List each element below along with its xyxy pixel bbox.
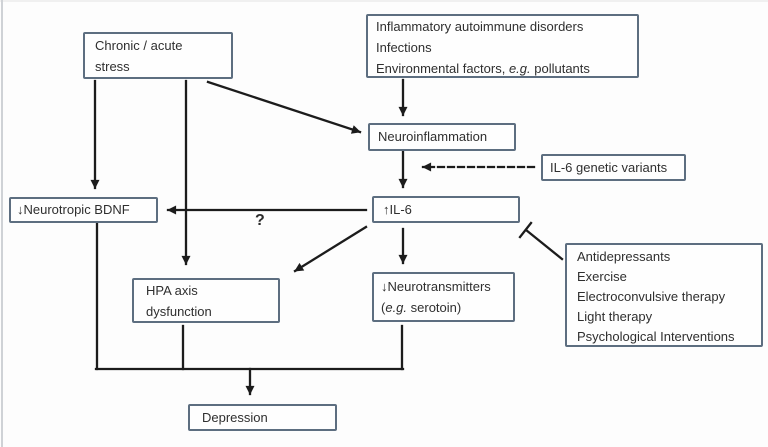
treatment-item: Antidepressants bbox=[577, 249, 671, 264]
down-arrow-glyph: ↓ bbox=[381, 279, 388, 294]
frame-top-edge bbox=[0, 0, 768, 2]
arrow-il6-to-hpa bbox=[293, 225, 368, 273]
stress-line1: Chronic / acute bbox=[95, 38, 183, 53]
inhibition-line-treatments-to-il6 bbox=[524, 228, 564, 261]
node-risk-factors: Inflammatory autoimmune disorders Infect… bbox=[366, 14, 639, 78]
treatment-item: Electroconvulsive therapy bbox=[577, 289, 726, 304]
factors-line1: Inflammatory autoimmune disorders bbox=[376, 19, 584, 34]
inhibition-tbar-cap bbox=[518, 221, 533, 239]
hpa-line1: HPA axis bbox=[146, 283, 198, 298]
node-depression: Depression bbox=[188, 404, 337, 431]
il6-variants-label: IL-6 genetic variants bbox=[550, 160, 668, 175]
node-neuroinflammation: Neuroinflammation bbox=[368, 123, 516, 151]
node-treatments: Antidepressants Exercise Electroconvulsi… bbox=[565, 243, 763, 347]
node-il6: ↑IL-6 bbox=[372, 196, 520, 223]
depression-label: Depression bbox=[202, 410, 268, 425]
arrow-stress-to-neuroinflammation bbox=[206, 80, 362, 134]
question-mark-annotation: ? bbox=[255, 212, 265, 229]
node-il6-genetic-variants: IL-6 genetic variants bbox=[541, 154, 686, 181]
node-hpa-axis-dysfunction: HPA axis dysfunction bbox=[132, 278, 280, 323]
hpa-line2: dysfunction bbox=[146, 304, 212, 319]
neurotransmitters-eg-italic: e.g. bbox=[385, 300, 408, 315]
factors-line3: Environmental factors, e.g. pollutants bbox=[376, 61, 590, 76]
neurotransmitters-line1: ↓Neurotransmitters bbox=[381, 279, 491, 294]
neurotransmitters-line2: (e.g. serotoin) bbox=[381, 300, 462, 315]
stress-line2: stress bbox=[95, 59, 130, 74]
up-arrow-glyph: ↑ bbox=[383, 202, 390, 217]
down-arrow-glyph: ↓ bbox=[17, 202, 24, 217]
treatment-item: Psychological Interventions bbox=[577, 329, 735, 344]
node-neurotransmitters: ↓Neurotransmitters (e.g. serotoin) bbox=[372, 272, 515, 322]
node-neurotropic-bdnf: ↓Neurotropic BDNF bbox=[9, 197, 158, 223]
factors-eg-italic: e.g. bbox=[508, 61, 531, 76]
bdnf-label: Neurotropic BDNF bbox=[23, 202, 130, 217]
treatment-item: Exercise bbox=[577, 269, 627, 284]
neuroinflammation-label: Neuroinflammation bbox=[378, 129, 488, 144]
factors-line2: Infections bbox=[376, 40, 432, 55]
treatment-item: Light therapy bbox=[577, 309, 653, 324]
frame-left-edge bbox=[1, 0, 3, 447]
il6-label: IL-6 bbox=[389, 202, 412, 217]
node-chronic-acute-stress: Chronic / acute stress bbox=[83, 32, 233, 79]
